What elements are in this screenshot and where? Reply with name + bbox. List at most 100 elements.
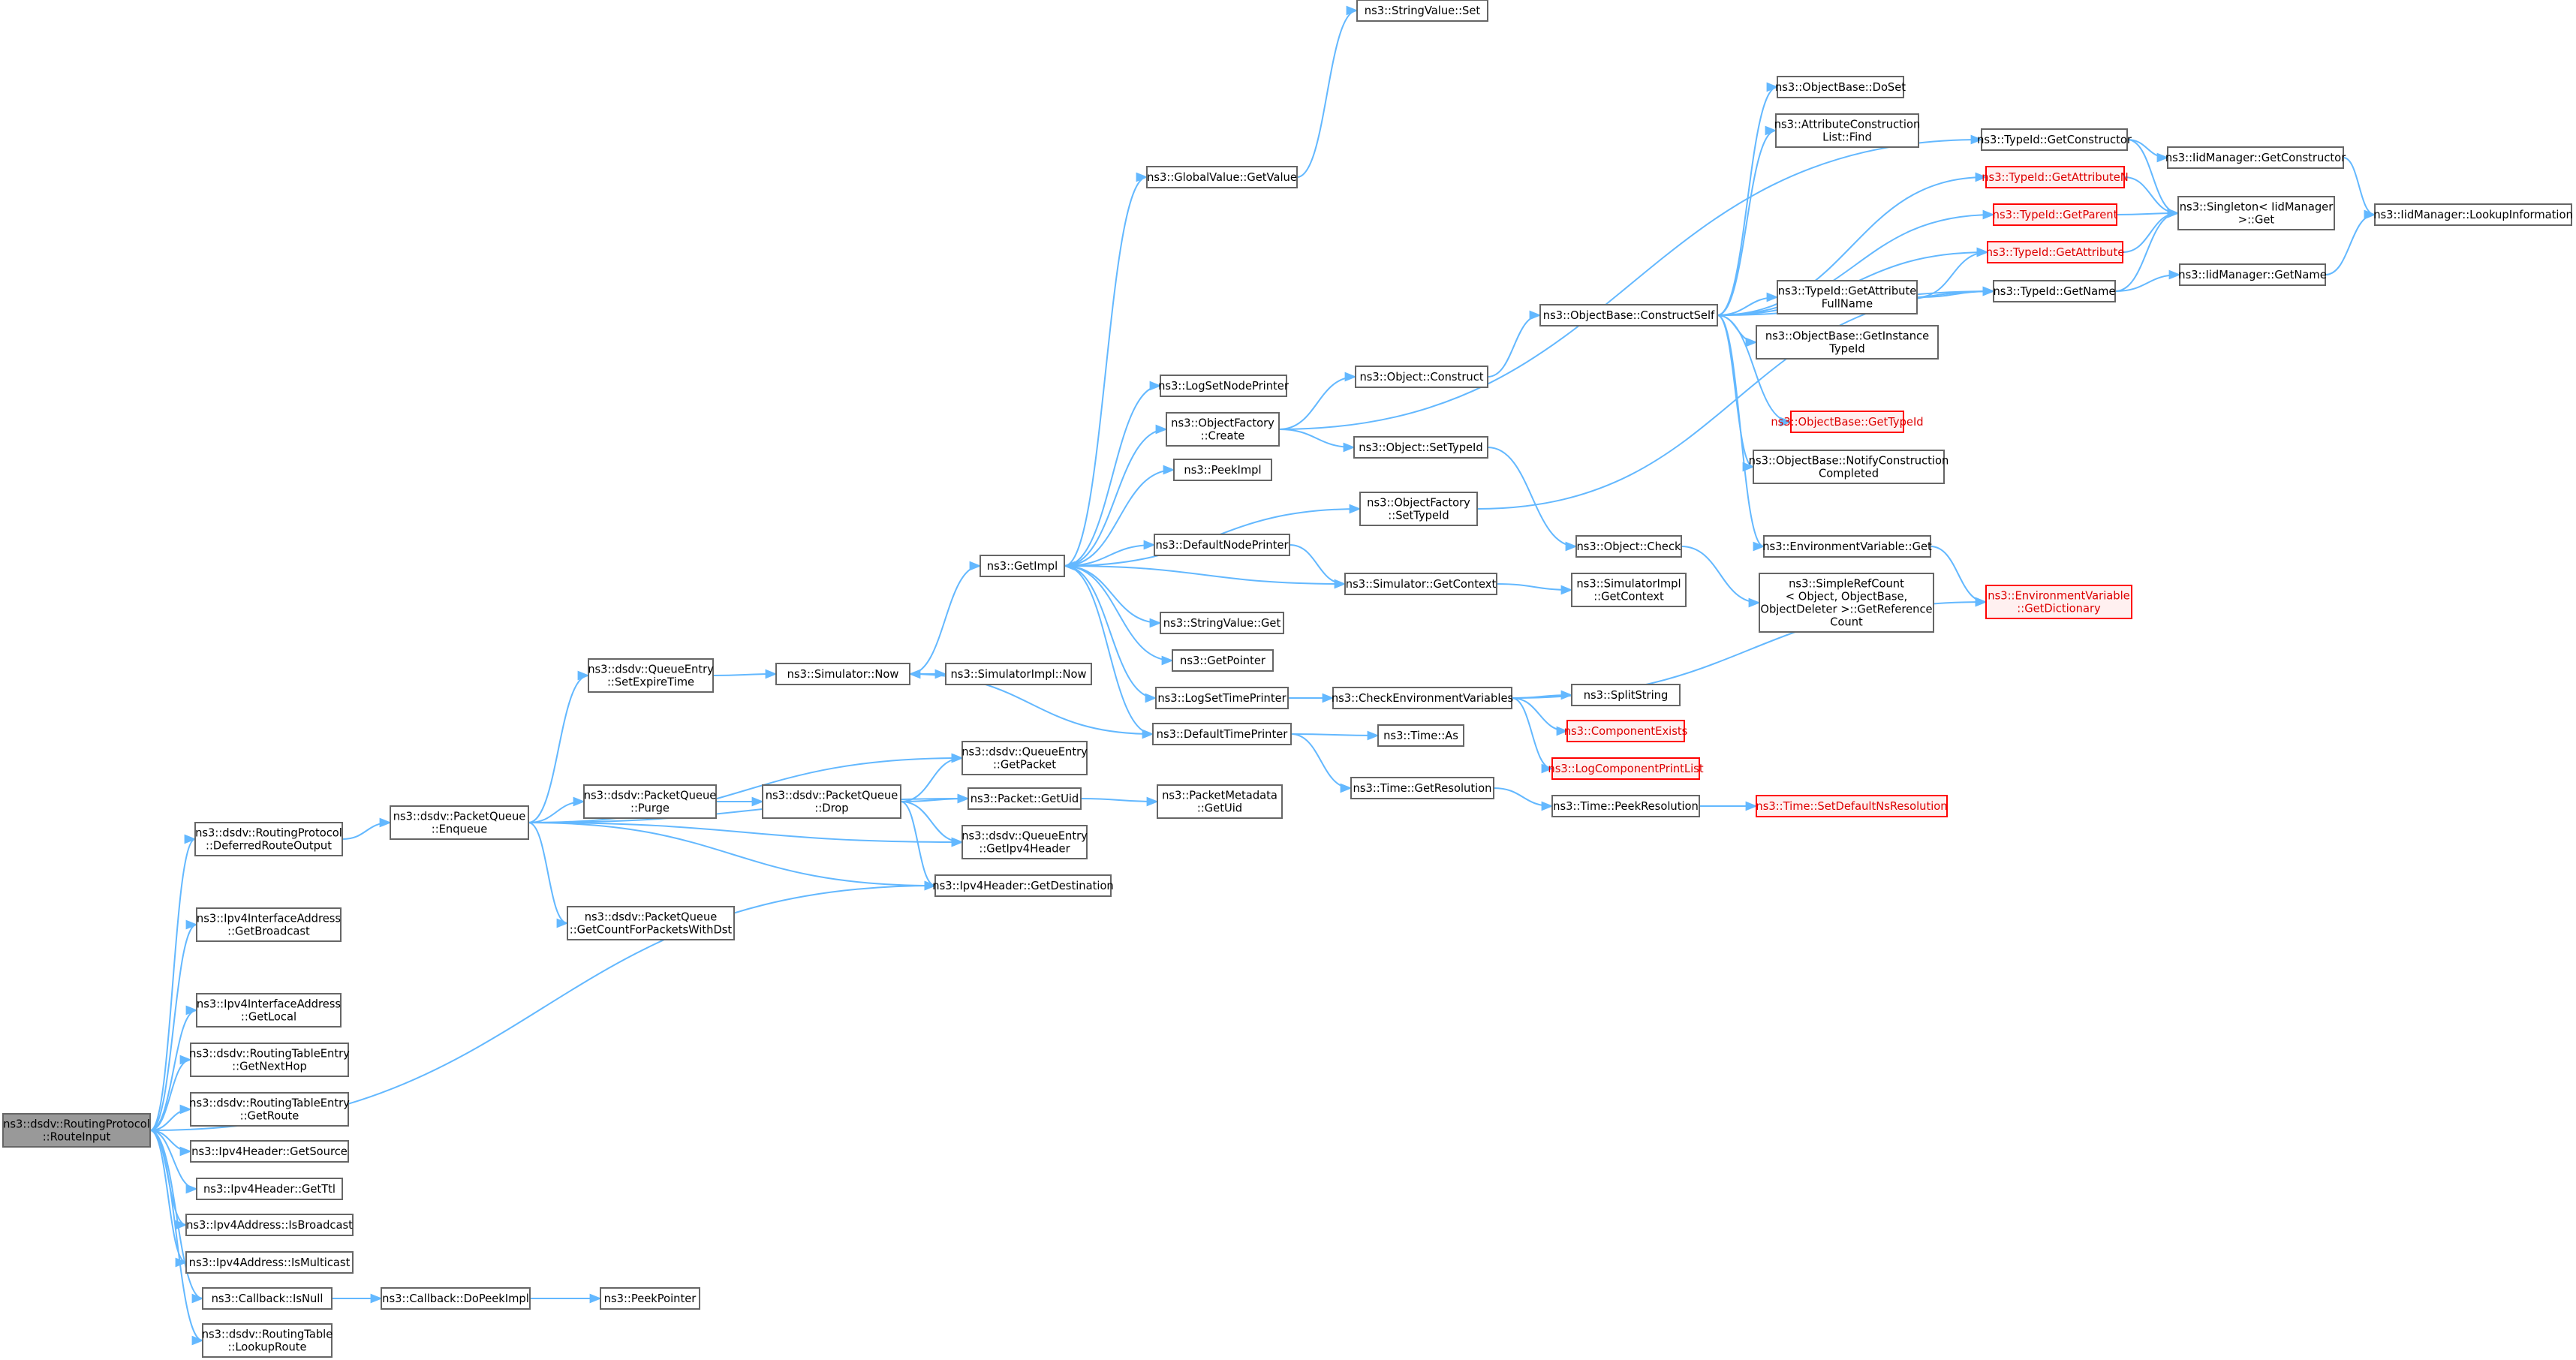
node-simgetcontext[interactable]: ns3::Simulator::GetContext — [1344, 573, 1497, 595]
node-iidmgetconstructor[interactable]: ns3::IidManager::GetConstructor — [2165, 146, 2346, 169]
node-tidgetname[interactable]: ns3::TypeId::GetName — [1993, 280, 2116, 302]
node-isbroadcast[interactable]: ns3::Ipv4Address::IsBroadcast — [185, 1214, 354, 1236]
node-label: FullName — [1822, 298, 1873, 311]
node-label: ns3::EnvironmentVariable — [1988, 590, 2129, 603]
edge-path — [528, 670, 590, 823]
node-objconstruct[interactable]: ns3::Object::Construct — [1355, 366, 1488, 388]
node-label: ns3::dsdv::PacketQueue — [584, 790, 717, 802]
node-timegetres[interactable]: ns3::Time::GetResolution — [1350, 777, 1494, 799]
node-label: ObjectDeleter >::GetReference — [1760, 603, 1932, 616]
edge-constructself-to-dosset — [1717, 82, 1779, 316]
node-getlocal[interactable]: ns3::Ipv4InterfaceAddress::GetLocal — [196, 993, 342, 1028]
node-stringvalueset[interactable]: ns3::StringValue::Set — [1356, 0, 1488, 22]
node-splitstring[interactable]: ns3::SplitString — [1571, 684, 1681, 706]
node-label: ns3::TypeId::GetAttribute — [1986, 246, 2125, 259]
node-timepeekres[interactable]: ns3::Time::PeekResolution — [1551, 795, 1700, 817]
node-srcgetrefcount[interactable]: ns3::SimpleRefCount< Object, ObjectBase,… — [1759, 573, 1934, 633]
node-getsource[interactable]: ns3::Ipv4Header::GetSource — [190, 1140, 349, 1163]
node-getdestination[interactable]: ns3::Ipv4Header::GetDestination — [932, 874, 1114, 897]
edge-path — [1511, 697, 1554, 774]
node-getimpl[interactable]: ns3::GetImpl — [980, 555, 1065, 577]
node-getnexthop[interactable]: ns3::dsdv::RoutingTableEntry::GetNextHop — [189, 1043, 350, 1077]
node-stringvalueget[interactable]: ns3::StringValue::Get — [1160, 612, 1284, 634]
node-label: ::GetUid — [1197, 802, 1242, 815]
edge-constructself-to-envget — [1717, 314, 1765, 552]
node-dosset[interactable]: ns3::ObjectBase::DoSet — [1775, 76, 1906, 98]
node-notifyconstruction[interactable]: ns3::ObjectBase::NotifyConstructionCompl… — [1749, 450, 1949, 484]
node-dopeekimpl[interactable]: ns3::Callback::DoPeekImpl — [381, 1287, 531, 1310]
node-drop[interactable]: ns3::dsdv::PacketQueue::Drop — [762, 784, 901, 819]
node-checkenv[interactable]: ns3::CheckEnvironmentVariables — [1332, 687, 1513, 709]
node-obgettypeid[interactable]: ns3::ObjectBase::GetTypeId — [1771, 411, 1924, 433]
node-qegetpacket[interactable]: ns3::dsdv::QueueEntry::GetPacket — [961, 741, 1088, 775]
node-timeas[interactable]: ns3::Time::As — [1377, 724, 1464, 747]
node-defaultnodeprinter[interactable]: ns3::DefaultNodePrinter — [1154, 534, 1290, 556]
edge-getimpl-to-logsettimeprinter — [1064, 565, 1157, 703]
node-logcomponentprintlist[interactable]: ns3::LogComponentPrintList — [1548, 757, 1704, 780]
edge-envget-to-envgetdictionary — [1930, 546, 1988, 607]
node-ofsettypeid[interactable]: ns3::ObjectFactory::SetTypeId — [1359, 492, 1478, 526]
node-tidgetconstructor[interactable]: ns3::TypeId::GetConstructor — [1977, 128, 2132, 151]
node-getbroadcast[interactable]: ns3::Ipv4InterfaceAddress::GetBroadcast — [196, 907, 342, 942]
node-peekimpl[interactable]: ns3::PeekImpl — [1173, 459, 1272, 481]
node-getcount[interactable]: ns3::dsdv::PacketQueue::GetCountForPacke… — [567, 906, 735, 940]
node-isnull[interactable]: ns3::Callback::IsNull — [202, 1287, 333, 1310]
node-simnow[interactable]: ns3::Simulator::Now — [775, 663, 910, 685]
node-ismulticast[interactable]: ns3::Ipv4Address::IsMulticast — [185, 1251, 354, 1274]
edge-path — [2114, 269, 2181, 292]
edge-drop-to-qegetpacket — [900, 753, 964, 802]
node-simimplgetcontext[interactable]: ns3::SimulatorImpl::GetContext — [1571, 573, 1687, 607]
node-purge[interactable]: ns3::dsdv::PacketQueue::Purge — [583, 784, 717, 819]
node-logsetnodeprinter[interactable]: ns3::LogSetNodePrinter — [1158, 375, 1290, 397]
node-objsettypeid[interactable]: ns3::Object::SetTypeId — [1353, 436, 1488, 459]
edge-defaulttimeprinter-to-timegetres — [1290, 733, 1353, 793]
node-singletonget[interactable]: ns3::Singleton< IidManager>::Get — [2177, 196, 2335, 230]
node-label: ns3::dsdv::QueueEntry — [961, 830, 1088, 843]
node-label: ns3::LogComponentPrintList — [1548, 763, 1703, 775]
node-label: ns3::PeekPointer — [604, 1292, 697, 1305]
node-deferred[interactable]: ns3::dsdv::RoutingProtocol::DeferredRout… — [194, 822, 343, 856]
node-iidmgetname[interactable]: ns3::IidManager::GetName — [2178, 263, 2327, 286]
node-box — [1981, 128, 2128, 151]
node-peekpointer[interactable]: ns3::PeekPointer — [600, 1287, 700, 1310]
node-pmgetuid[interactable]: ns3::PacketMetadata::GetUid — [1157, 784, 1283, 819]
node-box — [2177, 196, 2335, 230]
node-getttl[interactable]: ns3::Ipv4Header::GetTtl — [196, 1178, 343, 1200]
node-tidgetattribute[interactable]: ns3::TypeId::GetAttribute — [1986, 241, 2125, 263]
node-envgetdictionary[interactable]: ns3::EnvironmentVariable::GetDictionary — [1985, 585, 2132, 619]
edge-path — [1493, 787, 1554, 811]
node-tidgetparent[interactable]: ns3::TypeId::GetParent — [1993, 203, 2118, 226]
node-globalgetvalue[interactable]: ns3::GlobalValue::GetValue — [1146, 166, 1298, 188]
node-routeinput[interactable]: ns3::dsdv::RoutingProtocol::RouteInput — [2, 1113, 151, 1148]
edge-path — [900, 801, 964, 847]
node-box — [1566, 720, 1685, 742]
node-envget[interactable]: ns3::EnvironmentVariable::Get — [1762, 535, 1932, 558]
node-iidmlookup[interactable]: ns3::IidManager::LookupInformation — [2373, 203, 2573, 226]
node-lookuproute[interactable]: ns3::dsdv::RoutingTable::LookupRoute — [202, 1323, 333, 1358]
node-logsettimeprinter[interactable]: ns3::LogSetTimePrinter — [1155, 687, 1289, 709]
node-tidgetattributen[interactable]: ns3::TypeId::GetAttributeN — [1982, 166, 2129, 188]
edge-path — [149, 1130, 204, 1346]
node-box — [2, 1113, 151, 1148]
node-componentexists[interactable]: ns3::ComponentExists — [1564, 720, 1688, 742]
node-getroute[interactable]: ns3::dsdv::RoutingTableEntry::GetRoute — [189, 1092, 350, 1127]
node-enqueue[interactable]: ns3::dsdv::PacketQueue::Enqueue — [390, 805, 529, 840]
edge-ofcreate-to-objconstruct — [1278, 372, 1357, 430]
node-packetgetuid[interactable]: ns3::Packet::GetUid — [968, 787, 1082, 810]
edge-path — [1681, 546, 1761, 608]
node-setexpire[interactable]: ns3::dsdv::QueueEntry::SetExpireTime — [588, 658, 714, 693]
node-ofcreate[interactable]: ns3::ObjectFactory::Create — [1166, 412, 1280, 447]
node-setdefaultnsres[interactable]: ns3::Time::SetDefaultNsResolution — [1756, 795, 1948, 817]
node-getpointer[interactable]: ns3::GetPointer — [1172, 649, 1274, 672]
node-label: ns3::Packet::GetUid — [971, 793, 1079, 805]
node-objcheck[interactable]: ns3::Object::Check — [1575, 535, 1682, 558]
node-defaulttimeprinter[interactable]: ns3::DefaultTimePrinter — [1152, 723, 1292, 745]
edge-objcheck-to-srcgetrefcount — [1681, 546, 1761, 608]
node-simimplnow[interactable]: ns3::SimulatorImpl::Now — [945, 663, 1092, 685]
node-qegetipv4header[interactable]: ns3::dsdv::QueueEntry::GetIpv4Header — [961, 825, 1088, 859]
node-constructself[interactable]: ns3::ObjectBase::ConstructSelf — [1539, 304, 1718, 326]
